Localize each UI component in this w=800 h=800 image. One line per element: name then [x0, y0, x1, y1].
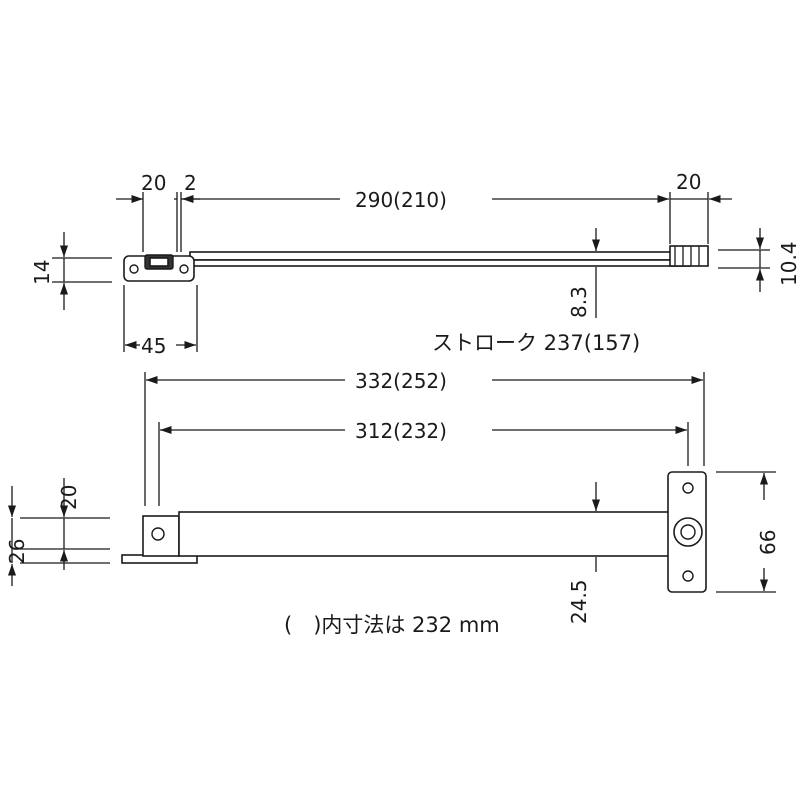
- inner-dimension-note: ( )内寸法は 232 mm: [284, 613, 500, 637]
- dim-label-20: 20: [57, 485, 81, 510]
- dim-label-20-left: 20: [141, 171, 166, 195]
- dim-label-312: 312(232): [355, 419, 447, 443]
- dim-label-8-3: 8.3: [567, 286, 591, 318]
- dim-label-2: 2: [184, 171, 197, 195]
- dim-label-66: 66: [756, 530, 780, 555]
- dim-label-24-5: 24.5: [567, 579, 591, 624]
- dim-label-45: 45: [141, 334, 166, 358]
- dim-label-20-right: 20: [676, 170, 701, 194]
- dim-label-14: 14: [30, 260, 54, 285]
- top-view: 20 2 290(210) 20 14 10.4 8.3 45 ストローク 23…: [30, 170, 800, 358]
- bottom-view: 332(252) 312(232) 20 26 24.5 66 ( )内寸法は …: [5, 369, 780, 637]
- dim-label-10-4: 10.4: [777, 241, 800, 286]
- top-stay-part: [123, 245, 709, 282]
- dim-label-290: 290(210): [355, 188, 447, 212]
- stroke-note: ストローク 237(157): [432, 331, 640, 355]
- bottom-stay-part: [121, 471, 707, 593]
- dim-label-26: 26: [5, 539, 29, 564]
- dim-label-332: 332(252): [355, 369, 447, 393]
